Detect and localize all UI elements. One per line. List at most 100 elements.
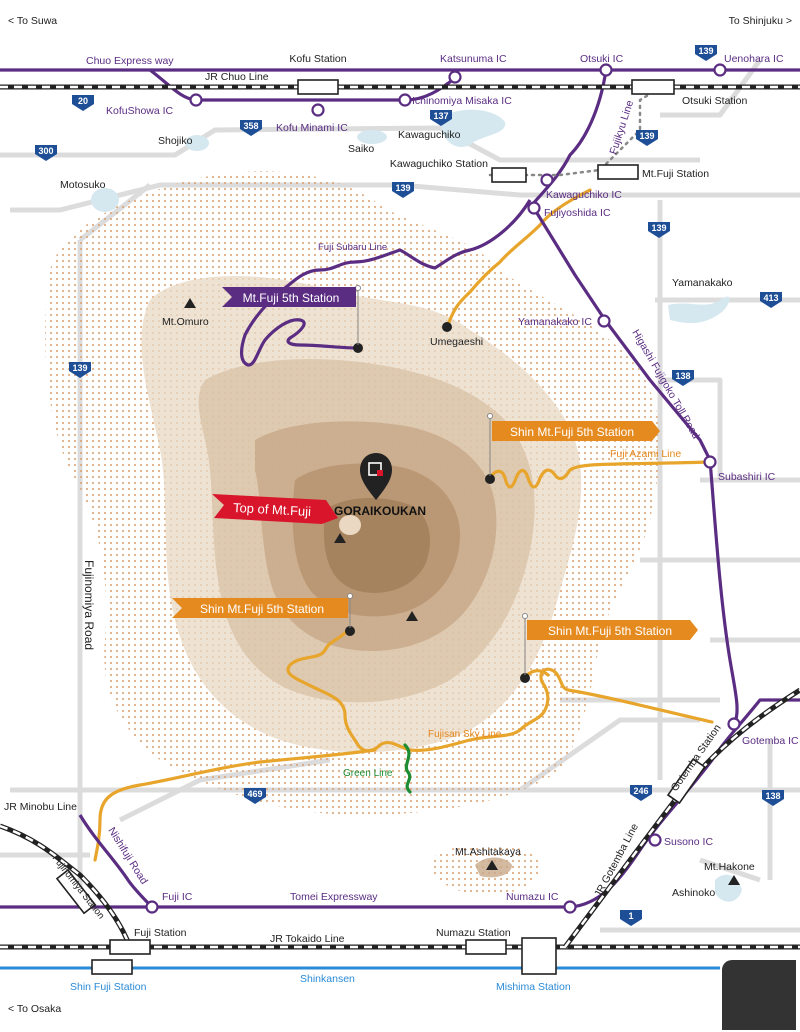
flag-fifth-fujinomiya: Shin Mt.Fuji 5th Station (172, 598, 348, 618)
label-chuo-expressway: Chuo Express way (86, 55, 174, 67)
label-otsuki-ic: Otsuki IC (580, 53, 624, 65)
label-umegaeshi: Umegaeshi (430, 336, 483, 348)
label-yamanakako: Yamanakako (672, 277, 733, 289)
ic-marker-numazu (563, 900, 577, 914)
svg-text:137: 137 (433, 111, 448, 121)
label-fuji-ic: Fuji IC (162, 891, 193, 903)
label-yamanakako-ic: Yamanakako IC (518, 316, 592, 328)
ic-marker-susono (648, 833, 662, 847)
lake-motosuko (91, 188, 119, 212)
label-tomei-expressway: Tomei Expressway (290, 891, 378, 903)
spot-subaru-5th-dot (353, 343, 363, 353)
peaks-and-spots (184, 298, 740, 885)
jr-minobu-line-dash (0, 824, 132, 948)
ic-marker-kofushowa (189, 93, 203, 107)
label-fuji-azami-line: Fuji Azami Line (610, 448, 681, 460)
route-badge-20: 20 (72, 95, 94, 111)
label-subashiri-ic: Subashiri IC (718, 471, 776, 483)
goraikoukan-label: GORAIKOUKAN (334, 504, 426, 518)
route-badge-139-north: 139 (695, 45, 717, 61)
label-kofushowa-ic: KofuShowa IC (106, 105, 174, 117)
subashiri-gotemba-road (708, 459, 739, 723)
route-badge-139-west: 139 (69, 362, 91, 378)
route-badge-139-east: 139 (648, 222, 670, 238)
ic-marker-kofu-minami (311, 103, 325, 117)
peak-mt-omuro-icon (184, 298, 196, 308)
edge-to-shinjuku: To Shinjuku > (729, 15, 792, 27)
lake-ashinoko (715, 874, 742, 902)
flag-fifth-subaru-label: Mt.Fuji 5th Station (243, 291, 340, 305)
goraikoukan-pin-icon (360, 453, 392, 500)
label-kofu-station: Kofu Station (289, 53, 346, 65)
mt-fuji-relief (45, 171, 661, 896)
flag-top-of-fuji: Top of Mt.Fuji (212, 494, 338, 524)
ic-marker-fujiyoshida (527, 201, 541, 215)
fujisan-sky-line (286, 626, 714, 753)
label-ichinomiya-ic: Ichinomiya Misaka IC (412, 95, 512, 107)
nishifuji-road-line (78, 814, 154, 909)
lakes (91, 109, 742, 902)
flag-top-of-fuji-label: Top of Mt.Fuji (233, 500, 312, 519)
label-shojiko: Shojiko (158, 135, 193, 147)
green-line-path (403, 743, 412, 794)
label-numazu-ic: Numazu IC (506, 891, 559, 903)
label-green-line: Green Line (343, 768, 393, 779)
label-mt-omuro: Mt.Omuro (162, 316, 209, 328)
label-mt-hakone: Mt.Hakone (704, 861, 755, 873)
zoom-in-button[interactable] (722, 960, 796, 1030)
label-mt-ashitakaya: Mt.Ashitakaya (455, 846, 521, 858)
station-box-gotemba (666, 757, 706, 805)
label-fujiyoshida-ic: Fujiyoshida IC (544, 207, 611, 219)
label-jr-minobu-line: JR Minobu Line (4, 801, 77, 813)
ic-marker-uenohara (713, 63, 727, 77)
ic-marker-subashiri (703, 455, 717, 469)
route-badge-138-a: 138 (672, 370, 694, 386)
ic-marker-otsuki (599, 63, 613, 77)
peak-ashitakaya-icon (486, 860, 498, 870)
svg-text:139: 139 (651, 223, 666, 233)
label-kawaguchiko-ic: Kawaguchiko IC (546, 189, 622, 201)
label-uenohara-ic: Uenohara IC (724, 53, 784, 65)
label-kofu-minami-ic: Kofu Minami IC (276, 122, 348, 134)
label-katsunuma-ic: Katsunuma IC (440, 53, 507, 65)
route-badge-358: 358 (240, 120, 262, 136)
svg-text:139: 139 (395, 183, 410, 193)
station-boxes (55, 79, 706, 975)
ic-marker-fuji (145, 900, 159, 914)
flag-fifth-subaru: Mt.Fuji 5th Station (222, 287, 356, 307)
chuo-fujiyoshida-branch (530, 69, 608, 207)
lake-yamanakako (668, 296, 730, 324)
fuji-roads (93, 188, 714, 862)
route-badge-413: 413 (760, 292, 782, 308)
svg-text:139: 139 (72, 363, 87, 373)
spot-gotemba-5th-dot (520, 673, 530, 683)
peak-east-icon (406, 611, 418, 621)
ic-marker-katsunuma (448, 70, 462, 84)
lake-kawaguchiko (440, 109, 506, 147)
svg-text:138: 138 (765, 791, 780, 801)
label-shinkansen: Shinkansen (300, 973, 355, 985)
label-motosuko: Motosuko (60, 179, 106, 191)
label-numazu-station: Numazu Station (436, 927, 511, 939)
lake-shojiko (185, 135, 209, 151)
route-badge-137: 137 (430, 110, 452, 126)
route-badge-139-otsuki: 139 (636, 130, 658, 146)
ic-marker-ichinomiya (398, 93, 412, 107)
label-fuji-station: Fuji Station (134, 927, 187, 939)
station-box-numazu (465, 939, 507, 955)
ic-marker-yamanakako (597, 314, 611, 328)
label-kawaguchiko-station: Kawaguchiko Station (390, 158, 488, 170)
label-saiko: Saiko (348, 143, 374, 155)
route-badges: 20 139 139 139 139 139 300 358 137 138 1… (35, 45, 784, 926)
label-shin-fuji-station: Shin Fuji Station (70, 981, 147, 993)
route-badge-1: 1 (620, 910, 642, 926)
label-fujisan-sky-line: Fujisan Sky Line (428, 729, 502, 740)
svg-text:300: 300 (38, 146, 53, 156)
umegaeshi-road (446, 188, 592, 327)
peak-summit-icon (334, 533, 346, 543)
station-box-otsuki (631, 79, 675, 95)
svg-text:138: 138 (675, 371, 690, 381)
svg-text:139: 139 (639, 131, 654, 141)
svg-text:20: 20 (78, 96, 88, 106)
